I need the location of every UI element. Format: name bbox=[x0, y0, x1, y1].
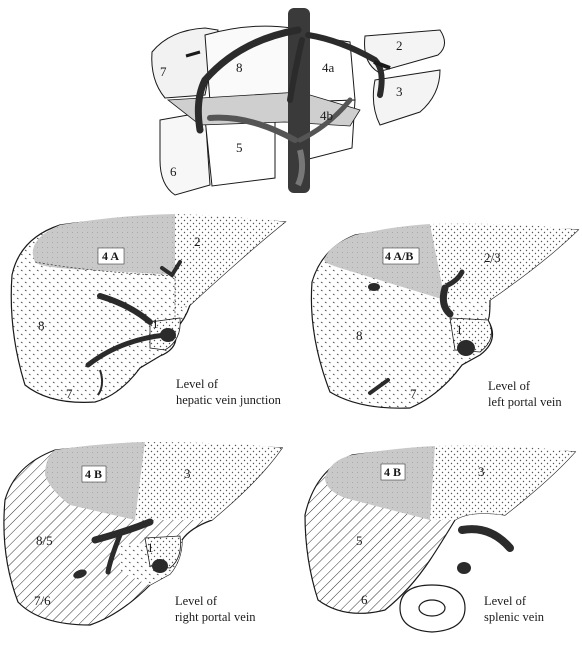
panel3-label-85: 8/5 bbox=[36, 533, 53, 548]
panel2-label-8: 8 bbox=[356, 328, 363, 343]
overview-label-7: 7 bbox=[160, 64, 167, 79]
overview-label-4a: 4a bbox=[322, 60, 335, 75]
panel1-segment-4 bbox=[33, 214, 175, 275]
panel4-label-6: 6 bbox=[361, 592, 368, 607]
panel4-label-3: 3 bbox=[478, 464, 485, 479]
panel2-label-23: 2/3 bbox=[484, 250, 501, 265]
overview-label-3: 3 bbox=[396, 84, 403, 99]
panel4-label-4b: 4 B bbox=[384, 465, 401, 479]
panel4-caption-line2: splenic vein bbox=[484, 610, 545, 624]
overview-label-5: 5 bbox=[236, 140, 243, 155]
panel3-caption-line1: Level of bbox=[175, 594, 218, 608]
panel1-caption-line2: hepatic vein junction bbox=[176, 393, 282, 407]
panel1-label-1: 1 bbox=[152, 316, 159, 331]
panel-right-portal-vein: 4 B 3 8/5 1 7/6 Level of right portal ve… bbox=[4, 442, 282, 625]
panel3-label-3: 3 bbox=[184, 466, 191, 481]
panel1-caption-line1: Level of bbox=[176, 377, 219, 391]
panel3-caption-line2: right portal vein bbox=[175, 610, 256, 624]
panel2-label-4ab: 4 A/B bbox=[385, 249, 413, 263]
panel3-label-4b: 4 B bbox=[85, 467, 102, 481]
overview-label-2: 2 bbox=[396, 38, 403, 53]
overview-liver-drawing: 7 8 4a 4b 5 6 2 3 bbox=[152, 8, 445, 195]
overview-label-6: 6 bbox=[170, 164, 177, 179]
panel3-label-76: 7/6 bbox=[34, 593, 51, 608]
panel2-caption-line1: Level of bbox=[488, 379, 531, 393]
panel1-label-2: 2 bbox=[194, 234, 201, 249]
panel1-label-8: 8 bbox=[38, 318, 45, 333]
panel2-label-7: 7 bbox=[410, 386, 417, 401]
panel-left-portal-vein: 4 A/B 2/3 8 1 7 Level of left portal vei… bbox=[311, 224, 578, 409]
panel2-caption-line2: left portal vein bbox=[488, 395, 562, 409]
panel1-label-7: 7 bbox=[66, 386, 73, 401]
panel3-label-1: 1 bbox=[147, 540, 154, 555]
panel2-label-1: 1 bbox=[456, 322, 463, 337]
overview-label-8: 8 bbox=[236, 60, 243, 75]
panel1-label-4a: 4 A bbox=[102, 249, 119, 263]
panel-hepatic-vein-junction: 4 A 2 8 1 7 Level of hepatic vein juncti… bbox=[11, 214, 285, 407]
panel4-caption-line1: Level of bbox=[484, 594, 527, 608]
panel4-label-5: 5 bbox=[356, 533, 363, 548]
overview-label-4b: 4b bbox=[320, 108, 333, 123]
panel-splenic-vein: 4 B 3 5 6 Level of splenic vein bbox=[305, 446, 575, 632]
